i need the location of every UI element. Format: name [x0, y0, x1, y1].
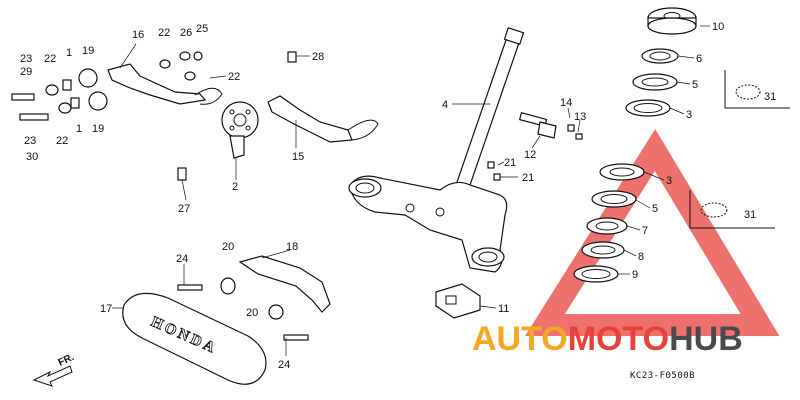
top-bearing-stack: [625, 7, 697, 117]
callout: 20: [246, 307, 258, 319]
callout: 22: [158, 27, 170, 39]
callout: 16: [132, 29, 144, 41]
watermark-moto: MOTO: [568, 320, 669, 358]
callout: 27: [178, 203, 190, 215]
callout: 1: [76, 123, 82, 135]
callout: 15: [292, 151, 304, 163]
callout: 22: [44, 53, 56, 65]
callout: 6: [696, 53, 702, 65]
callout-numbers: 23 29 22 1 19 16 22 26 25 22 28 23 30 22…: [20, 21, 776, 371]
ball-chain-lower: [689, 190, 775, 229]
left-fasteners: [11, 51, 203, 121]
callout: 25: [196, 23, 208, 35]
horn: [221, 101, 259, 159]
callout: 17: [100, 303, 112, 315]
emblem-bracket: [238, 255, 331, 313]
callout: 19: [82, 45, 94, 57]
emblem-fasteners: [177, 277, 309, 341]
callout: 23: [24, 135, 36, 147]
callout: 28: [312, 51, 324, 63]
watermark-auto: AUTO: [472, 320, 568, 358]
callout: 24: [176, 253, 188, 265]
steering-stem: [348, 27, 525, 273]
callout: 4: [442, 99, 448, 111]
callout: 30: [26, 151, 38, 163]
callout: 29: [20, 66, 32, 78]
callout: 31: [744, 209, 756, 221]
callout: 23: [20, 53, 32, 65]
diagram-code: KC23-F0500B: [630, 371, 695, 381]
callout: 10: [712, 21, 724, 33]
leader-lines: [112, 25, 710, 356]
callout: 31: [764, 91, 776, 103]
callout: 20: [222, 241, 234, 253]
front-marker: FR.: [57, 352, 76, 369]
callout: 3: [686, 109, 692, 121]
callout: 7: [642, 225, 648, 237]
callout: 22: [228, 71, 240, 83]
stem-clip: [435, 283, 481, 319]
watermark-triangle: [525, 128, 780, 336]
horn-bracket-16: [107, 63, 223, 105]
ball-chain-upper: [724, 70, 790, 109]
bracket-15: [267, 95, 379, 143]
callout: 21: [504, 157, 516, 169]
callout: 3: [666, 175, 672, 187]
callout: 5: [652, 203, 658, 215]
callout: 8: [638, 251, 644, 263]
callout: 19: [92, 123, 104, 135]
callout: 9: [632, 269, 638, 281]
callout: 14: [560, 97, 572, 109]
callout: 1: [66, 47, 72, 59]
front-arrow: FR.: [32, 352, 76, 387]
callout: 5: [692, 79, 698, 91]
lower-bearing-stack: [573, 163, 645, 283]
callout: 2: [232, 181, 238, 193]
steering-lock: [487, 112, 583, 181]
callout: 26: [180, 27, 192, 39]
callout: 21: [522, 172, 534, 184]
callout: 18: [286, 241, 298, 253]
callout: 22: [56, 135, 68, 147]
svg-text:AUTOMOTOHUB: AUTOMOTOHUB: [472, 320, 743, 358]
callout: 24: [278, 359, 290, 371]
watermark-text: AUTOMOTOHUB: [472, 320, 743, 358]
callout: 11: [498, 303, 509, 315]
watermark-hub: HUB: [669, 320, 743, 358]
callout: 12: [524, 149, 536, 161]
callout: 13: [574, 111, 586, 123]
honda-emblem: HONDA: [122, 292, 267, 385]
